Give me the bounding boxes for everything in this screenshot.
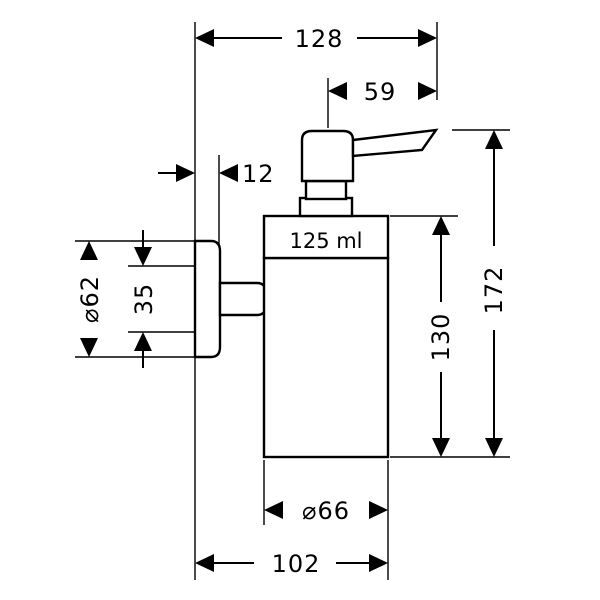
arrow-up-icon	[485, 130, 503, 149]
holder-arm	[218, 281, 268, 317]
arrow-up-icon	[134, 332, 152, 351]
capacity-label: 125 ml	[289, 229, 362, 253]
bottle-collar	[262, 214, 390, 260]
dimension-total-height: 172	[480, 130, 508, 457]
dimension-lever-width: 59	[328, 78, 437, 106]
dimension-bottle-diameter: ⌀66	[264, 497, 388, 525]
total-height-value: 172	[480, 266, 508, 315]
arrow-right-icon	[418, 29, 437, 47]
dimension-flange-diameter: ⌀62	[76, 241, 104, 357]
arrow-right-icon	[418, 82, 437, 100]
pump-ring	[304, 179, 348, 201]
arrow-left-icon	[264, 501, 283, 519]
arrow-left-icon	[195, 29, 214, 47]
arrow-right-icon	[369, 554, 388, 572]
lever-width-value: 59	[364, 78, 397, 106]
arrow-up-icon	[432, 216, 450, 235]
pump-lever	[351, 128, 439, 158]
pump-head	[300, 129, 355, 183]
overall-width-value: 128	[295, 25, 344, 53]
arrow-right-icon	[369, 501, 388, 519]
dimension-projection: 102	[195, 550, 388, 578]
dimension-bottle-height: 130	[427, 216, 455, 457]
dimension-wall-offset: 12	[158, 160, 275, 188]
arrow-down-icon	[80, 338, 98, 357]
dispenser-outline: 125 ml	[193, 128, 439, 459]
wall-flange	[193, 239, 222, 359]
arrow-right-icon	[176, 164, 195, 182]
arrow-left-icon	[195, 554, 214, 572]
wall-offset-value: 12	[242, 160, 275, 188]
bottle-diameter-value: ⌀66	[302, 497, 350, 525]
dimension-mount-height: 35	[130, 230, 158, 368]
dimension-overall-width: 128	[195, 25, 437, 53]
bottle-height-value: 130	[427, 313, 455, 362]
flange-diameter-value: ⌀62	[76, 275, 104, 323]
bottle-body	[262, 256, 390, 459]
arrow-down-icon	[134, 247, 152, 266]
projection-value: 102	[272, 550, 321, 578]
arrow-down-icon	[432, 438, 450, 457]
arrow-left-icon	[219, 164, 238, 182]
arrow-left-icon	[328, 82, 347, 100]
arrow-down-icon	[485, 438, 503, 457]
arrow-up-icon	[80, 241, 98, 260]
mount-height-value: 35	[130, 283, 158, 316]
pump-neck	[298, 196, 354, 218]
